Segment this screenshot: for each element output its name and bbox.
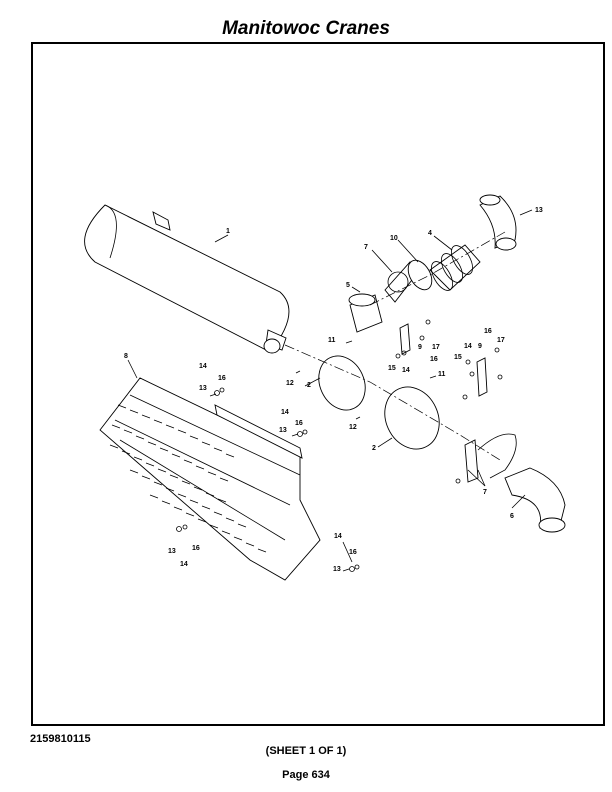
callout-14-upper: 14 bbox=[402, 367, 410, 374]
centerline-main bbox=[284, 344, 501, 461]
page-title: Manitowoc Cranes bbox=[222, 18, 390, 39]
tube-part-5 bbox=[348, 293, 383, 333]
callout-14-strip: 14 bbox=[281, 409, 289, 416]
elbow-part-13 bbox=[479, 194, 517, 251]
strap-part-9b bbox=[476, 357, 488, 397]
callout-13-shield-bottom: 13 bbox=[333, 566, 341, 573]
callout-16-shield-top: 16 bbox=[218, 375, 226, 382]
fasteners bbox=[176, 319, 503, 572]
callout-16-upper: 16 bbox=[430, 356, 438, 363]
callout-16-right: 16 bbox=[484, 328, 492, 335]
callout-13-strip: 13 bbox=[279, 427, 287, 434]
callout-12-upper: 12 bbox=[286, 380, 294, 387]
callout-11-lower: 11 bbox=[438, 371, 446, 378]
callout-5: 5 bbox=[346, 282, 350, 289]
callout-13-elbow: 13 bbox=[535, 207, 543, 214]
heat-shield bbox=[99, 377, 321, 581]
callout-15-right: 15 bbox=[454, 354, 462, 361]
callout-16-strip: 16 bbox=[295, 420, 303, 427]
callout-2-lower: 2 bbox=[372, 445, 376, 452]
outlet-pipe-6 bbox=[504, 467, 566, 533]
callout-10: 10 bbox=[390, 235, 398, 242]
callout-9-upper: 9 bbox=[418, 344, 422, 351]
callout-7-bracket: 7 bbox=[483, 489, 487, 496]
page-number: Page 634 bbox=[282, 769, 330, 781]
callout-8: 8 bbox=[124, 353, 128, 360]
band-clamp-2b bbox=[384, 386, 440, 450]
callout-2-upper: 2 bbox=[307, 382, 311, 389]
callout-14-shield-top: 14 bbox=[199, 363, 207, 370]
callout-13-shield-top: 13 bbox=[199, 385, 207, 392]
callout-14-right: 14 bbox=[464, 343, 472, 350]
callout-13-shield-left: 13 bbox=[168, 548, 176, 555]
callout-14-shield-bottom: 14 bbox=[334, 533, 342, 540]
ring-part-10 bbox=[407, 259, 433, 291]
centerline-upper bbox=[369, 231, 506, 306]
callout-1: 1 bbox=[226, 228, 230, 235]
mounting-strip bbox=[214, 404, 303, 459]
sheet-indicator: (SHEET 1 OF 1) bbox=[265, 745, 347, 757]
callout-6: 6 bbox=[510, 513, 514, 520]
callout-16-shield-left: 16 bbox=[192, 545, 200, 552]
leader-lines bbox=[127, 209, 533, 563]
callout-11-upper: 11 bbox=[328, 337, 336, 344]
callout-12-lower: 12 bbox=[349, 424, 357, 431]
callout-4: 4 bbox=[428, 230, 432, 237]
callout-17-upper: 17 bbox=[432, 344, 440, 351]
callout-15-upper: 15 bbox=[388, 365, 396, 372]
strap-part-9a bbox=[399, 323, 411, 355]
callout-14-shield-left: 14 bbox=[180, 561, 188, 568]
drawing-frame bbox=[31, 42, 605, 726]
callout-17-right: 17 bbox=[497, 337, 505, 344]
bracket-part-7-lower bbox=[464, 433, 517, 483]
callout-9-right: 9 bbox=[478, 343, 482, 350]
muffler bbox=[84, 204, 290, 354]
callout-7-clamp: 7 bbox=[364, 244, 368, 251]
bellows-part-4 bbox=[429, 244, 481, 291]
document-number: 2159810115 bbox=[30, 733, 91, 745]
band-clamp-2a bbox=[318, 355, 366, 411]
callout-16-shield-bottom: 16 bbox=[349, 549, 357, 556]
